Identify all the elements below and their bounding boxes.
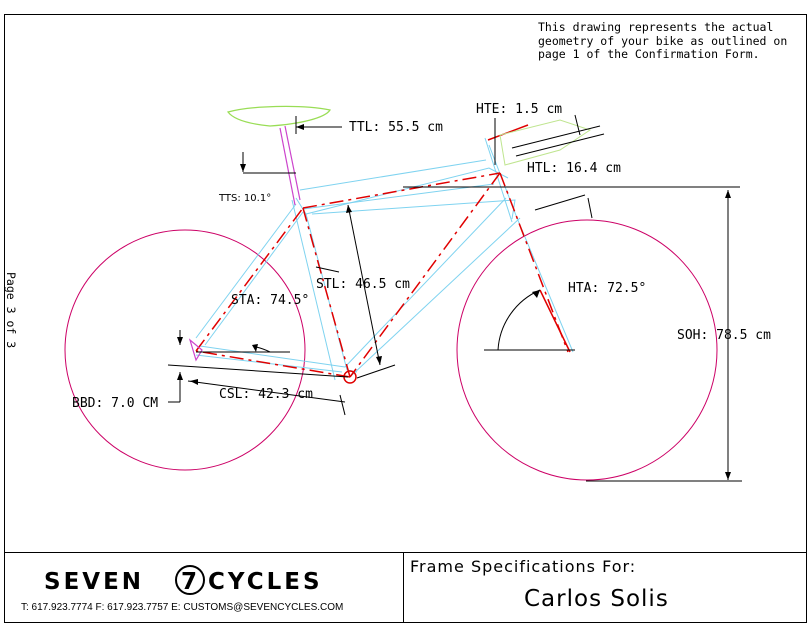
customer-name: Carlos Solis (524, 586, 669, 612)
stem (499, 119, 592, 166)
frame-outline (195, 137, 574, 381)
logo-seven: SEVEN (44, 569, 144, 595)
ttl-label: TTL: 55.5 cm (349, 120, 443, 135)
seatpost (284, 125, 301, 201)
front-wheel (456, 219, 718, 481)
rear-wheel (64, 229, 306, 471)
rear-dropout (188, 338, 203, 362)
saddle (226, 105, 331, 127)
soh-label: SOH: 78.5 cm (677, 328, 771, 343)
hta-label: HTA: 72.5° (568, 281, 646, 296)
bbd-label: BBD: 7.0 CM (72, 396, 158, 411)
contact-info: T: 617.923.7774 F: 617.923.7757 E: CUSTO… (21, 602, 343, 613)
arrowheads (177, 124, 731, 480)
note-line-3: page 1 of the Confirmation Form. (538, 47, 760, 61)
hte-label: HTE: 1.5 cm (476, 102, 562, 117)
logo-seven-numeral: 7 (181, 569, 200, 595)
note-line-2: geometry of your bike as outlined on (538, 34, 787, 48)
stl-label: STL: 46.5 cm (316, 277, 410, 292)
seatpost-edge (279, 127, 296, 206)
htl-label: HTL: 16.4 cm (527, 161, 621, 176)
sta-label: STA: 74.5° (231, 293, 309, 308)
tts-label: TTS: 10.1° (218, 193, 271, 204)
sheet-border (4, 14, 807, 623)
fork-axis (539, 289, 571, 353)
page-indicator: Page 3 of 3 (4, 272, 18, 348)
spec-heading: Frame Specifications For: (410, 557, 636, 576)
logo-cycles: CYCLES (208, 569, 323, 595)
frame-centerlines (195, 172, 569, 378)
logo-seven-mark (175, 565, 205, 595)
note-line-1: This drawing represents the actual (538, 20, 773, 34)
csl-label: CSL: 42.3 cm (219, 387, 313, 402)
dimension-lines (167, 114, 742, 482)
